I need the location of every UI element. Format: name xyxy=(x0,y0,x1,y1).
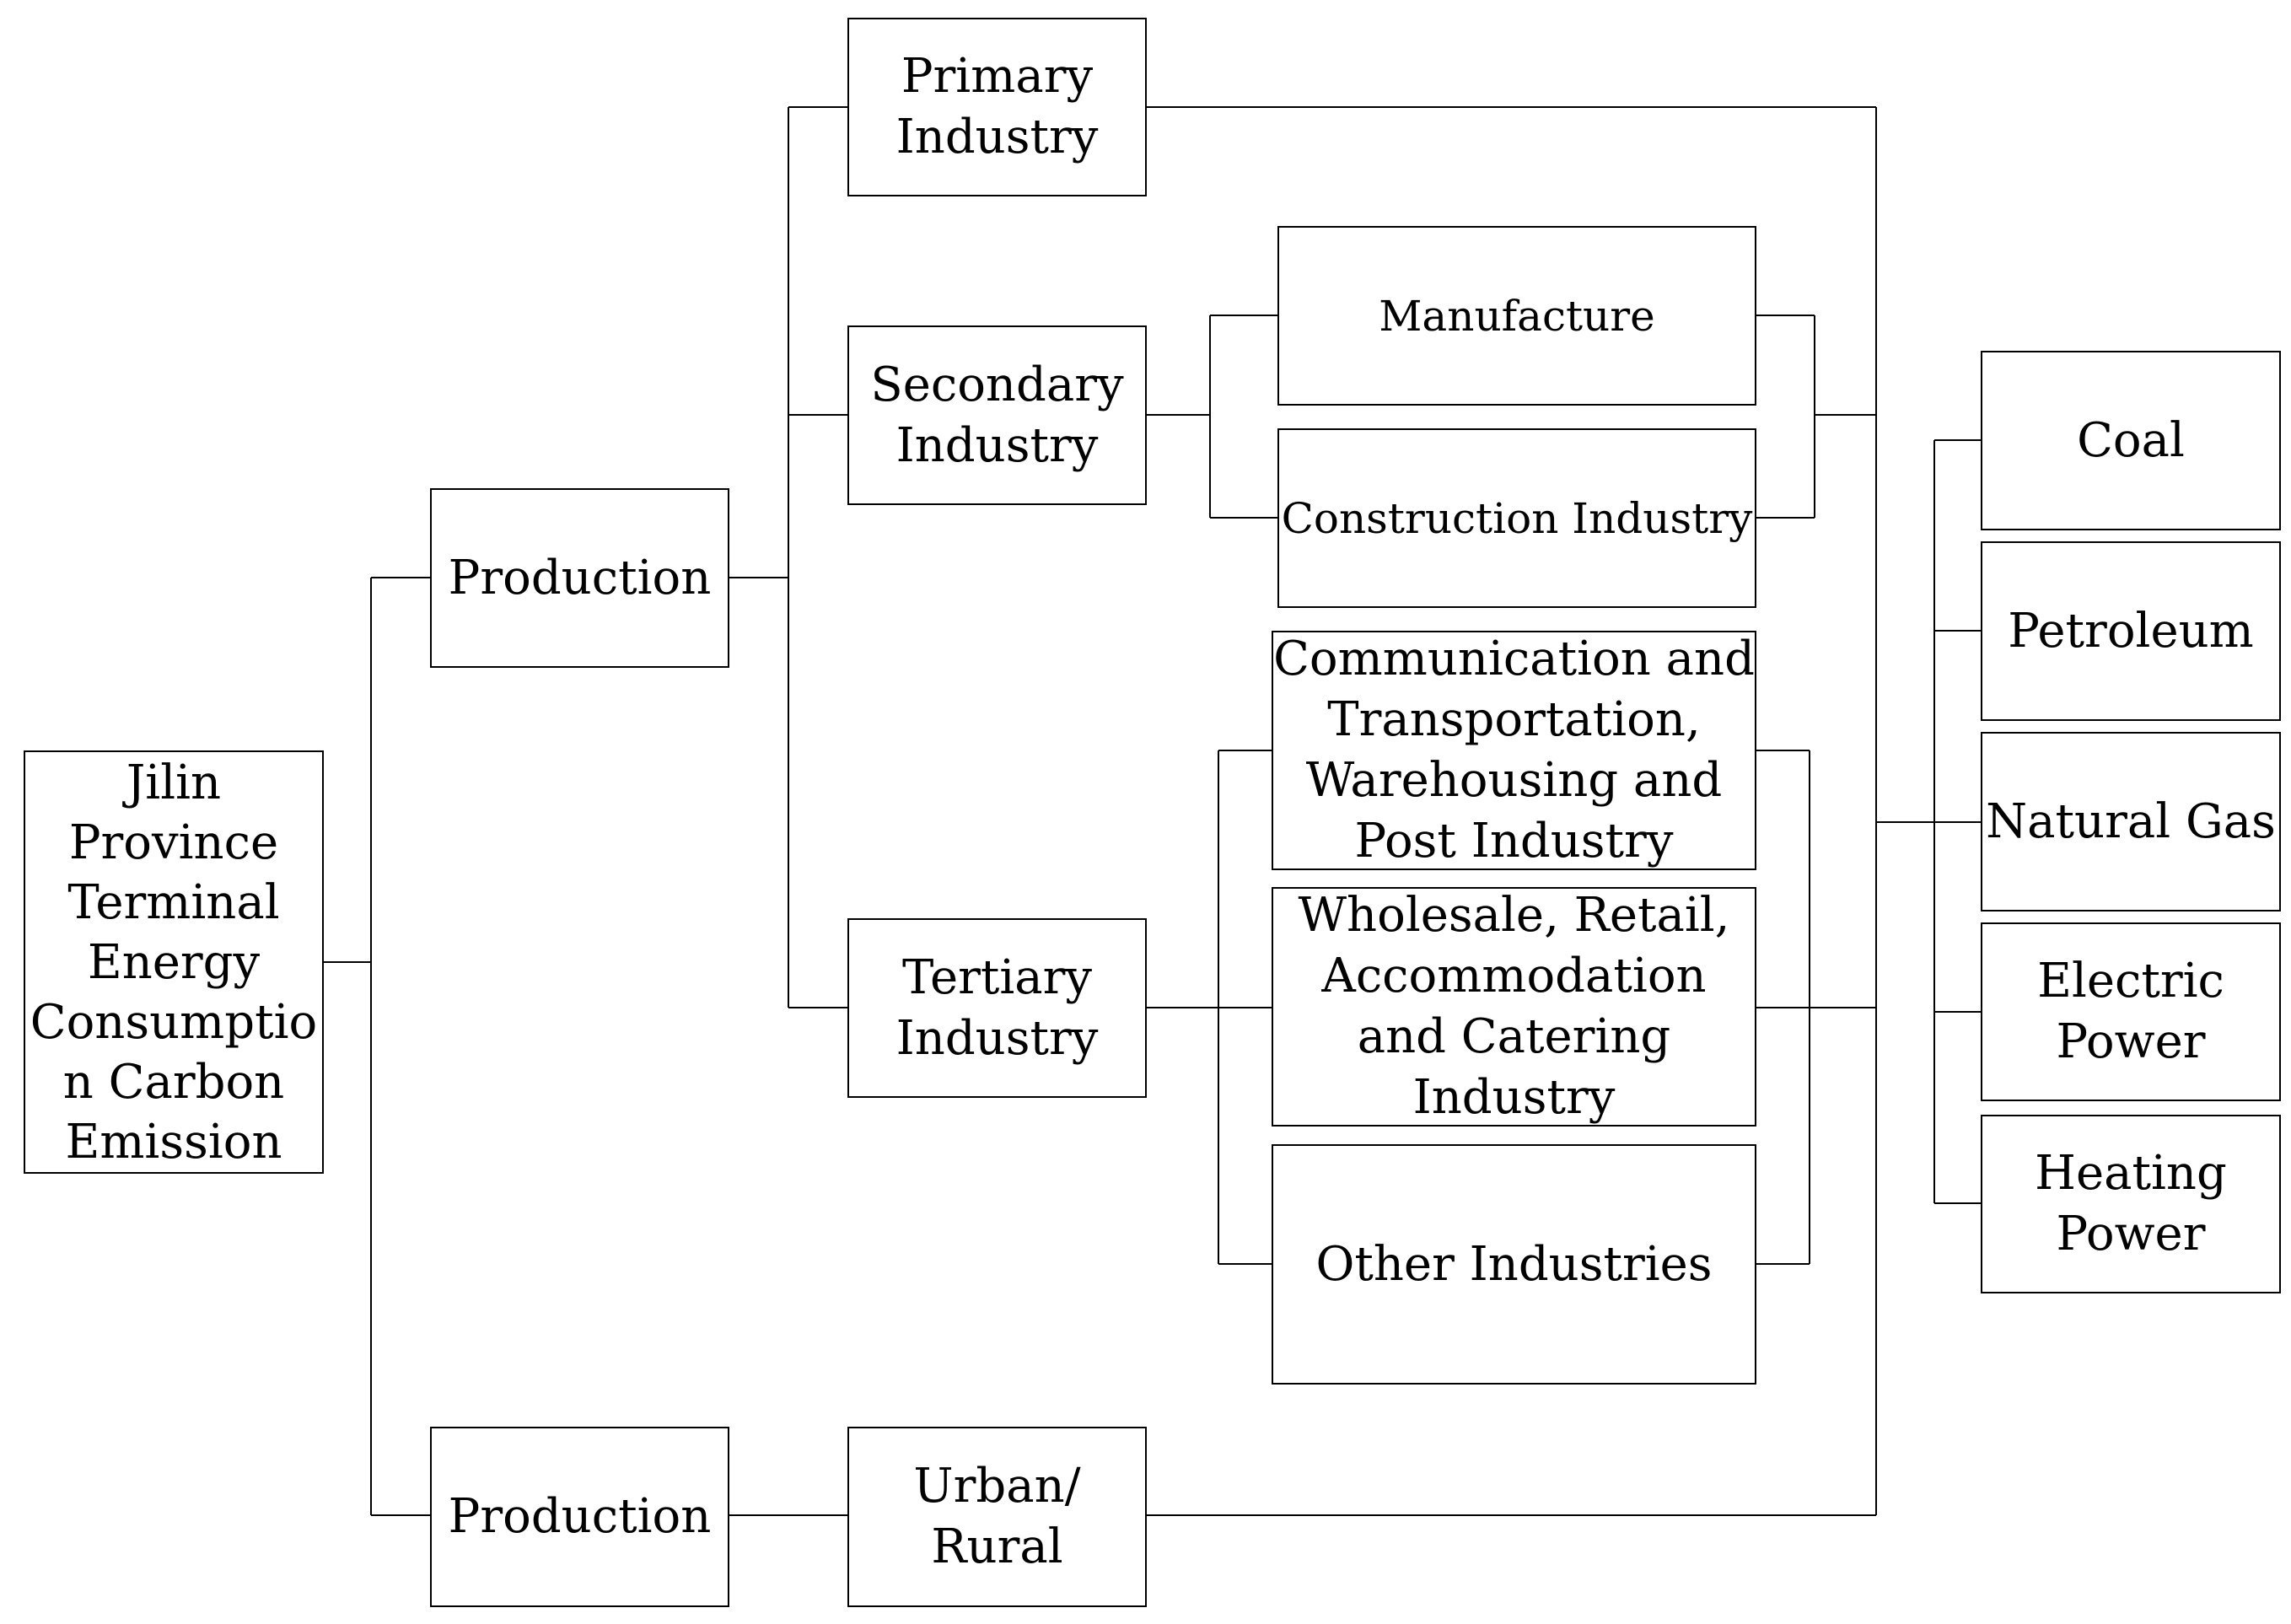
connector-tertiary-split xyxy=(1147,750,1272,1265)
natural-gas-node: Natural Gas xyxy=(1981,732,2281,911)
wholesale-retail-node: Wholesale, Retail, Accommodation and Cat… xyxy=(1272,887,1756,1127)
root-node-label: Jilin Province Terminal Energy Consumpti… xyxy=(30,755,318,1170)
connector-primary-collector xyxy=(1147,106,1877,1516)
manufacture-label: Manufacture xyxy=(1379,291,1655,341)
petroleum-node: Petroleum xyxy=(1981,541,2281,721)
tertiary-industry-label: Tertiary Industry xyxy=(895,949,1099,1066)
primary-industry-label: Primary Industry xyxy=(895,49,1099,164)
heating-power-label: Heating Power xyxy=(2035,1146,2227,1261)
connector-root-branch xyxy=(324,577,430,1516)
connector-tertiary-merge xyxy=(1756,750,1876,1265)
natural-gas-label: Natural Gas xyxy=(1986,793,2276,849)
urban-rural-label: Urban/ Rural xyxy=(913,1459,1081,1574)
coal-node: Coal xyxy=(1981,351,2281,530)
heating-power-node: Heating Power xyxy=(1981,1115,2281,1293)
primary-industry-node: Primary Industry xyxy=(847,18,1147,196)
electric-power-label: Electric Power xyxy=(2037,954,2224,1069)
connector-energy-split xyxy=(1876,439,1981,1204)
manufacture-node: Manufacture xyxy=(1277,226,1756,406)
wholesale-retail-label: Wholesale, Retail, Accommodation and Cat… xyxy=(1298,888,1730,1125)
connector-secondary-split xyxy=(1147,315,1277,519)
communication-transportation-node: Communication and Transportation, Wareho… xyxy=(1272,631,1756,870)
production-lower-label: Production xyxy=(448,1489,712,1544)
communication-transportation-label: Communication and Transportation, Wareho… xyxy=(1273,632,1755,868)
urban-rural-node: Urban/ Rural xyxy=(847,1427,1147,1607)
secondary-industry-label: Secondary Industry xyxy=(870,357,1124,473)
other-industries-node: Other Industries xyxy=(1272,1144,1756,1385)
construction-industry-node: Construction Industry xyxy=(1277,428,1756,608)
connector-secondary-merge xyxy=(1756,315,1876,519)
production-node-upper: Production xyxy=(430,488,729,668)
root-node-terminal-energy-carbon-emission: Jilin Province Terminal Energy Consumpti… xyxy=(24,750,324,1174)
petroleum-label: Petroleum xyxy=(2008,603,2254,659)
secondary-industry-node: Secondary Industry xyxy=(847,325,1147,505)
electric-power-node: Electric Power xyxy=(1981,922,2281,1101)
connector-production-industries xyxy=(729,106,847,1008)
tertiary-industry-node: Tertiary Industry xyxy=(847,918,1147,1098)
other-industries-label: Other Industries xyxy=(1315,1236,1713,1292)
production-upper-label: Production xyxy=(448,550,712,605)
production-node-lower: Production xyxy=(430,1427,729,1607)
construction-industry-label: Construction Industry xyxy=(1281,493,1753,543)
coal-label: Coal xyxy=(2077,412,2185,468)
